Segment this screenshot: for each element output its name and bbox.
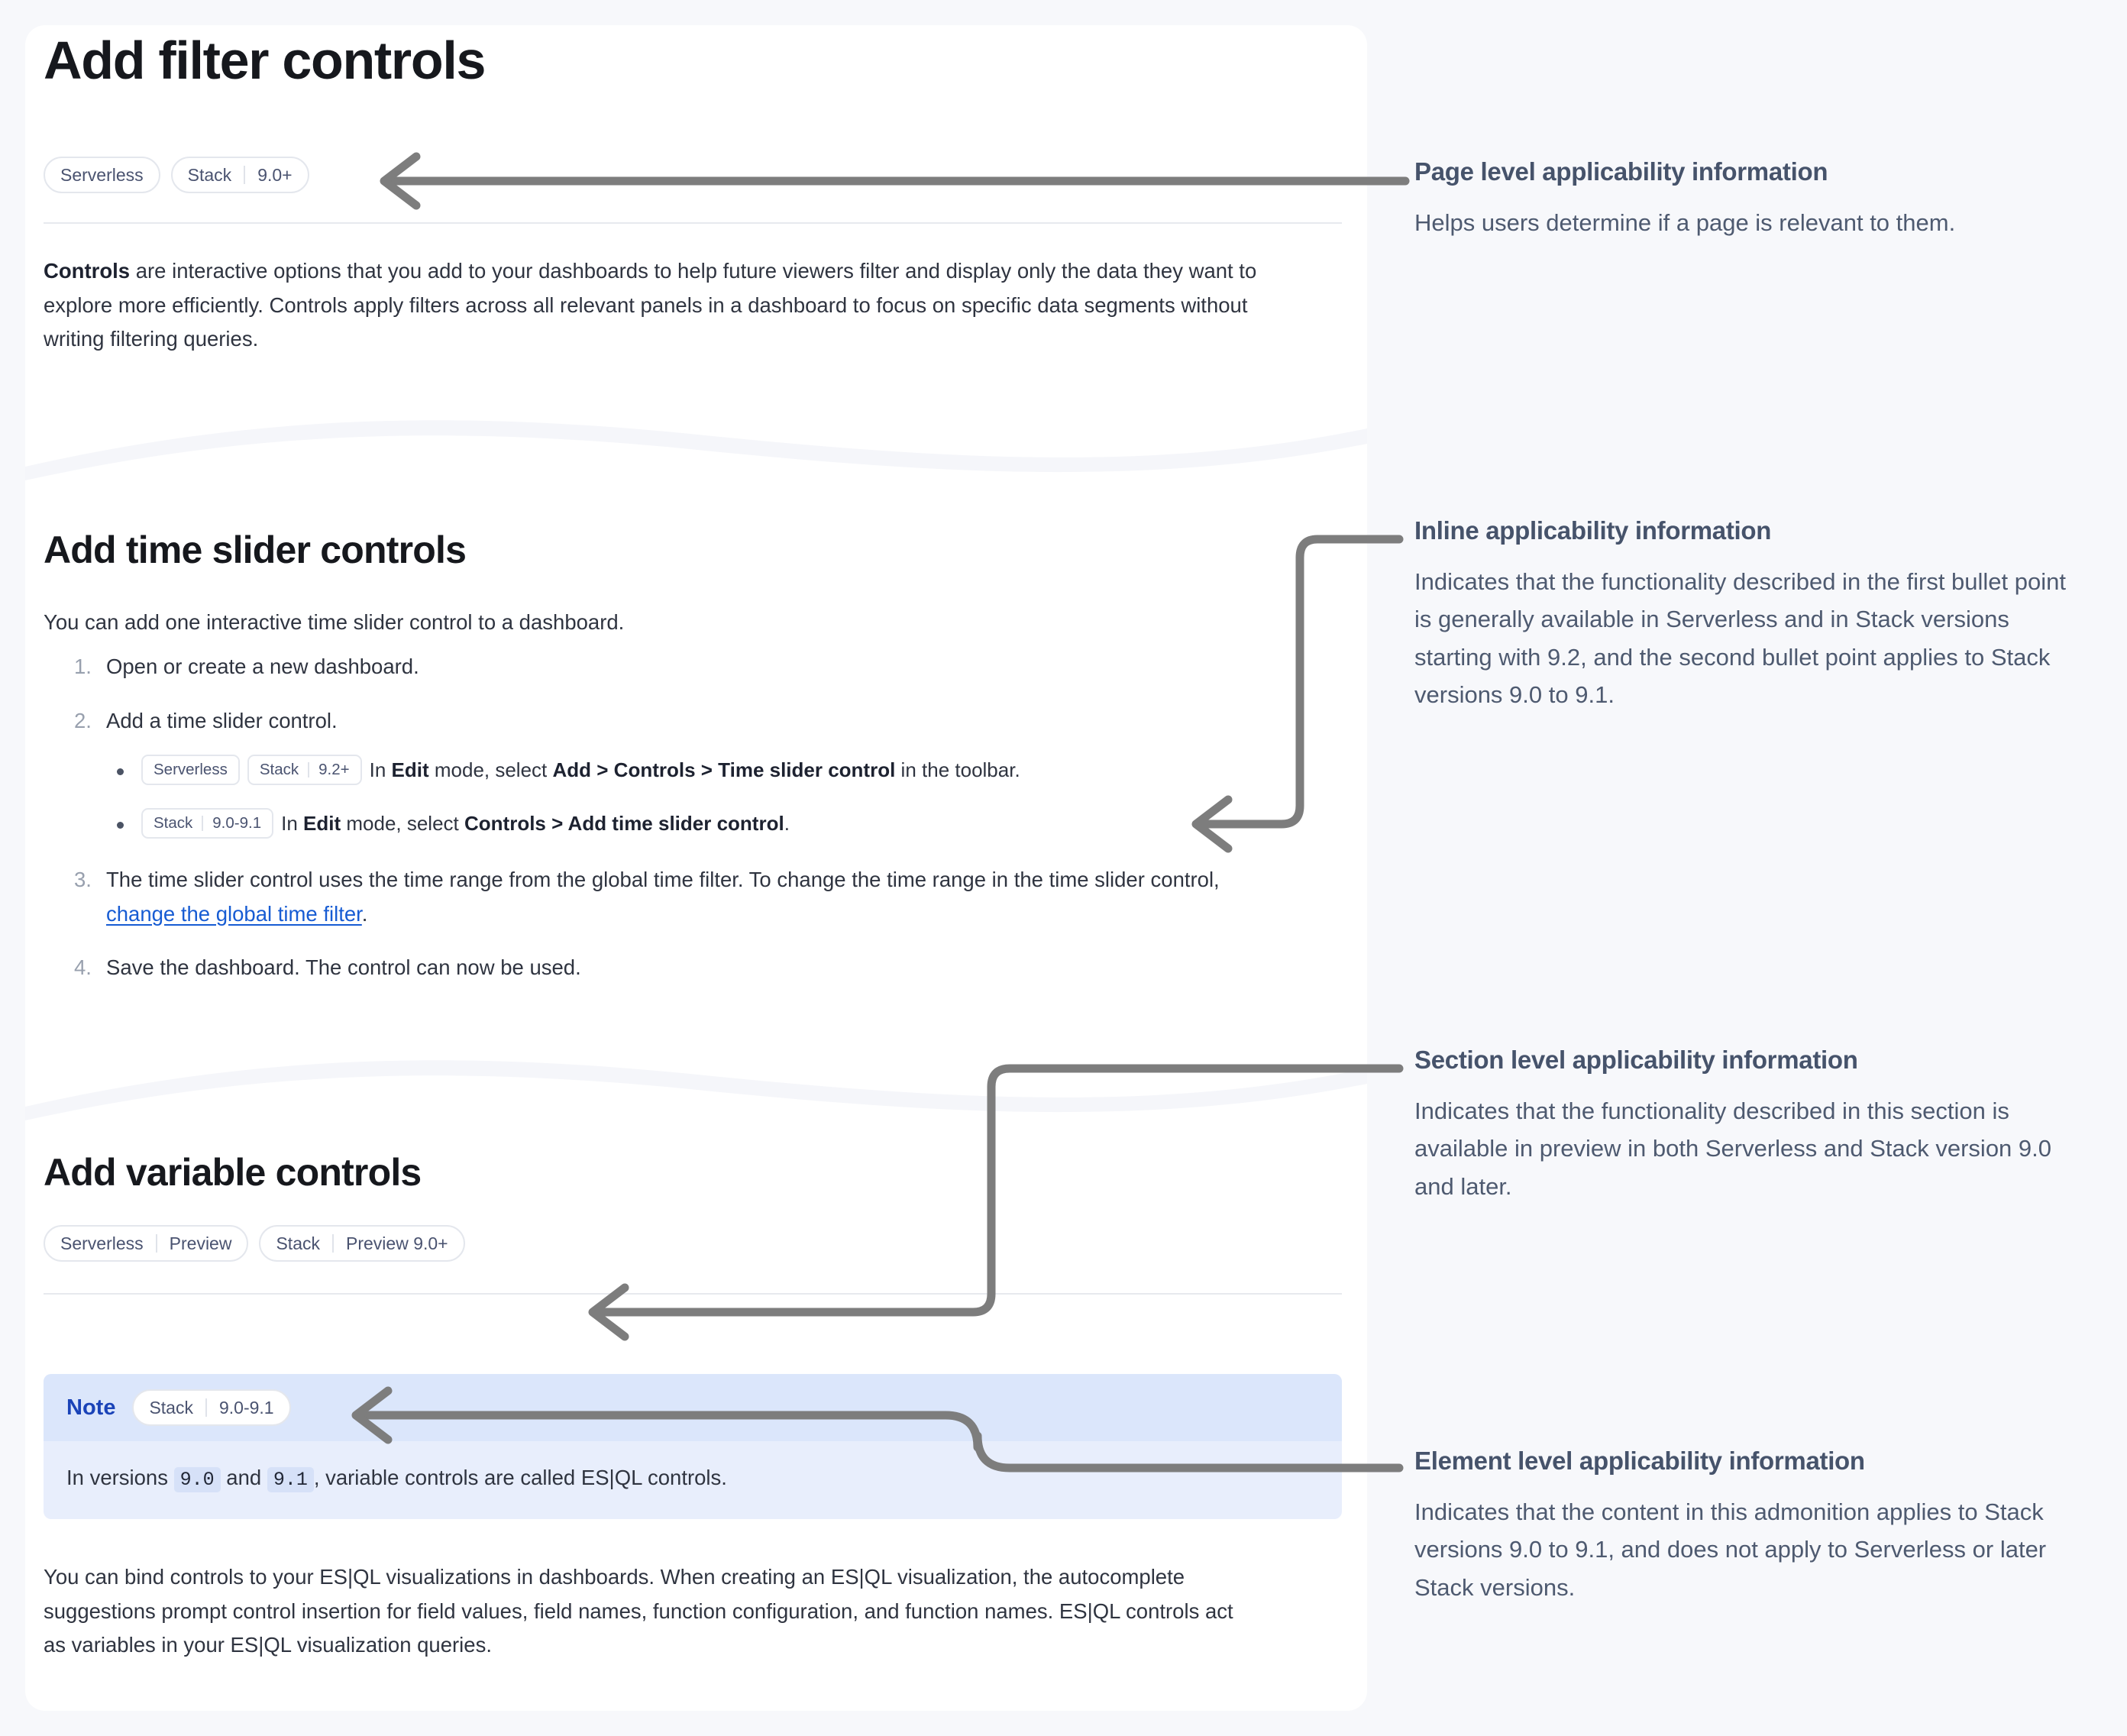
wave-divider-2: [25, 1047, 1367, 1139]
badge-segment: Preview: [169, 1233, 232, 1253]
badge-note-stack-90-91[interactable]: Stack 9.0-9.1: [132, 1389, 291, 1426]
bullet-text-part: mode, select: [341, 812, 464, 836]
bullet-stack-90-91: Stack 9.0-9.1 In Edit mode, select Contr…: [106, 808, 1324, 840]
badge-segment: Serverless: [60, 1233, 144, 1253]
badge-separator: [155, 1234, 157, 1253]
bullet-text-part: Edit: [391, 758, 429, 782]
section-heading-time-slider: Add time slider controls: [44, 529, 467, 571]
time-slider-steps: Open or create a new dashboard. Add a ti…: [63, 650, 1324, 1005]
step-text-part: The time slider control uses the time ra…: [106, 868, 1220, 892]
note-header: Note Stack 9.0-9.1: [44, 1374, 1342, 1441]
annotation-title: Inline applicability information: [1414, 516, 1772, 545]
step-2-bullets: Serverless Stack 9.2+ In Edit mode, sele…: [106, 755, 1324, 840]
step-2: Add a time slider control. Serverless St…: [63, 704, 1324, 841]
badge-segment: 9.0+: [257, 164, 293, 185]
title-divider: [44, 222, 1342, 224]
bullet-text-part: .: [784, 812, 790, 836]
page-title: Add filter controls: [44, 31, 486, 90]
step-text: Open or create a new dashboard.: [106, 655, 419, 678]
note-code-90: 9.0: [173, 1467, 221, 1492]
badge-stack-preview-90plus[interactable]: Stack Preview 9.0+: [259, 1225, 465, 1262]
badge-segment: 9.0-9.1: [212, 814, 262, 832]
time-slider-intro: You can add one interactive time slider …: [44, 610, 625, 634]
badge-segment: Stack: [187, 164, 232, 185]
annotation-title: Section level applicability information: [1414, 1046, 1858, 1074]
badge-segment: Serverless: [154, 761, 228, 779]
note-code-91: 9.1: [267, 1467, 314, 1492]
note-text-part: and: [220, 1466, 267, 1489]
bullet-text-part: Controls > Add time slider control: [464, 812, 784, 836]
badge-separator: [244, 166, 246, 184]
badge-inline-stack-92plus[interactable]: Stack 9.2+: [247, 755, 362, 786]
badge-segment: Stack: [149, 1397, 193, 1418]
badge-inline-stack-90-91[interactable]: Stack 9.0-9.1: [141, 808, 274, 839]
note-text-part: , variable controls are called ES|QL con…: [313, 1466, 727, 1489]
annotation-inline: Inline applicability information Indicat…: [1414, 516, 2071, 714]
bullet-text-part: In: [281, 812, 304, 836]
variable-controls-paragraph: You can bind controls to your ES|QL visu…: [44, 1565, 1233, 1657]
annotation-text: Indicates that the content in this admon…: [1414, 1498, 2047, 1601]
badge-segment: Serverless: [60, 164, 144, 185]
change-global-time-filter-link[interactable]: change the global time filter: [106, 901, 362, 926]
badge-serverless-preview[interactable]: Serverless Preview: [44, 1225, 249, 1262]
badge-separator: [205, 1398, 207, 1417]
badge-separator: [332, 1234, 334, 1253]
badge-inline-serverless[interactable]: Serverless: [141, 755, 240, 786]
step-4: Save the dashboard. The control can now …: [63, 951, 1324, 985]
badge-separator: [202, 816, 204, 832]
annotation-text: Helps users determine if a page is relev…: [1414, 209, 1956, 236]
badge-separator: [308, 762, 310, 778]
bullet-text-part: mode, select: [428, 758, 553, 782]
bullet-text-part: in the toolbar.: [895, 758, 1020, 782]
annotation-title: Page level applicability information: [1414, 157, 1828, 186]
step-3: The time slider control uses the time ra…: [63, 863, 1262, 931]
bullet-serverless-92: Serverless Stack 9.2+ In Edit mode, sele…: [106, 755, 1324, 787]
note-label: Note: [66, 1395, 116, 1420]
intro-paragraph: Controls are interactive options that yo…: [44, 254, 1281, 357]
badge-segment: Stack: [259, 761, 299, 779]
badge-segment: 9.0-9.1: [218, 1397, 274, 1418]
annotation-section-level: Section level applicability information …: [1414, 1045, 2071, 1205]
annotation-text: Indicates that the functionality describ…: [1414, 567, 2066, 709]
step-text-part: .: [361, 901, 368, 926]
step-text: Add a time slider control.: [106, 708, 338, 732]
step-text: Save the dashboard. The control can now …: [106, 955, 581, 980]
bullet-text-part: Add > Controls > Time slider control: [552, 758, 896, 782]
badge-segment: Preview 9.0+: [346, 1233, 448, 1253]
section-divider: [44, 1293, 1342, 1295]
documentation-card: Add filter controls Serverless Stack 9.0…: [25, 25, 1367, 1711]
annotation-page-level: Page level applicability information Hel…: [1414, 157, 2071, 241]
badge-segment: 9.2+: [318, 761, 350, 779]
section-applicability-badges: Serverless Preview Stack Preview 9.0+: [44, 1225, 465, 1262]
note-admonition: Note Stack 9.0-9.1 In versions 9.0 and 9…: [44, 1374, 1342, 1519]
badge-stack-90plus[interactable]: Stack 9.0+: [170, 157, 309, 193]
badge-serverless[interactable]: Serverless: [44, 157, 160, 193]
bullet-text-part: Edit: [303, 812, 341, 836]
step-1: Open or create a new dashboard.: [63, 650, 1324, 684]
wave-divider-1: [25, 407, 1367, 499]
note-text-part: In versions: [66, 1466, 174, 1489]
badge-segment: Stack: [276, 1233, 320, 1253]
badge-segment: Stack: [154, 814, 193, 832]
section-heading-variable-controls: Add variable controls: [44, 1151, 422, 1194]
annotation-element-level: Element level applicability information …: [1414, 1446, 2071, 1606]
intro-rest: are interactive options that you add to …: [44, 259, 1257, 351]
intro-lead: Controls: [44, 259, 131, 283]
annotation-text: Indicates that the functionality describ…: [1414, 1097, 2052, 1200]
annotation-title: Element level applicability information: [1414, 1447, 1865, 1475]
bullet-text-part: In: [369, 758, 392, 782]
page-applicability-badges: Serverless Stack 9.0+: [44, 157, 309, 193]
note-body: In versions 9.0 and 9.1, variable contro…: [44, 1441, 1342, 1519]
